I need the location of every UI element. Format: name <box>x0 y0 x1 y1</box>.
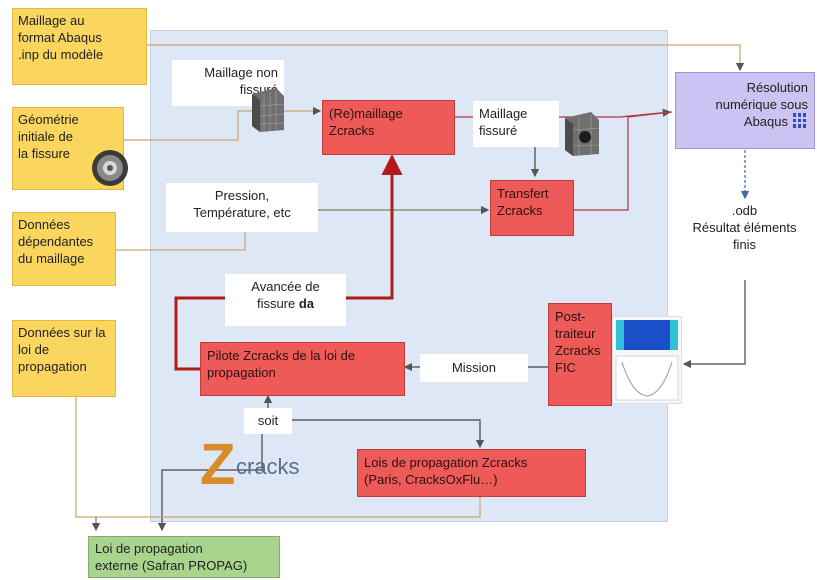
arrow-mesh-to-solver <box>147 44 745 72</box>
input-mesh-data: Données dépendantes du maillage <box>12 212 116 286</box>
input-mesh-format: Maillage au format Abaqus .inp du modèle <box>12 8 147 85</box>
arrow-meshdata-to-pressure <box>116 232 246 251</box>
post-processing-plot-icon <box>612 316 682 404</box>
process-propagation-laws: Lois de propagation Zcracks (Paris, Crac… <box>357 449 586 497</box>
mission-label: Mission <box>420 354 528 382</box>
arrow-red-up <box>346 154 403 300</box>
process-pilot: Pilote Zcracks de la loi de propagation <box>200 342 405 396</box>
crack-advance-label: Avancée de fissure da <box>225 274 346 326</box>
process-remeshing: (Re)maillage Zcracks <box>322 100 455 155</box>
arrow-soit-to-external <box>157 432 263 532</box>
process-post-processor: Post- traiteur Zcracks FIC <box>548 303 612 406</box>
process-transfer: Transfert Zcracks <box>490 180 574 236</box>
arrow-propdata-to-external <box>75 397 481 518</box>
pressure-label: Pression, Température, etc <box>166 183 318 232</box>
solver-abaqus: Résolution numérique sous Abaqus <box>675 72 815 149</box>
arrow-geometry-to-remeshing <box>122 106 322 141</box>
input-propagation-law-data: Données sur la loi de propagation <box>12 320 116 397</box>
arrow-soit-to-laws <box>292 419 485 449</box>
cracked-mesh-label: Maillage fissuré <box>473 101 559 147</box>
uncracked-mesh-icon <box>252 88 285 132</box>
cracked-mesh-icon <box>565 112 600 156</box>
crack-geometry-icon <box>92 150 128 186</box>
zcracks-logo: Z cracks <box>200 432 300 497</box>
odb-results: .odb Résultat éléments finis <box>692 203 797 252</box>
soit-label: soit <box>244 408 292 434</box>
abaqus-icon <box>792 113 808 128</box>
arrow-odb-to-postproc <box>682 280 746 369</box>
external-propagation-law: Loi de propagation externe (Safran PROPA… <box>88 536 280 578</box>
arrow-red-loop <box>174 296 225 371</box>
arrow-transfer-to-solver <box>574 111 673 211</box>
